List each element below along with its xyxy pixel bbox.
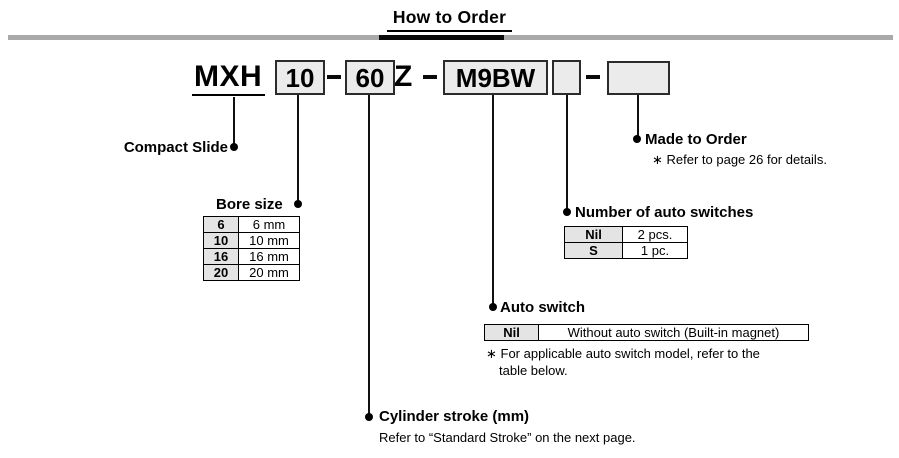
bore-size-table: 6 6 mm 10 10 mm 16 16 mm 20 20 mm <box>203 216 300 281</box>
connector-dot <box>294 200 302 208</box>
num-switches-code-box <box>552 60 581 95</box>
bore-code-cell: 16 <box>203 248 239 265</box>
connector-dot <box>489 303 497 311</box>
compact-slide-label: Compact Slide <box>123 139 228 156</box>
leader-line-bore-size <box>297 95 299 203</box>
table-row: 20 20 mm <box>203 264 300 281</box>
table-row: S 1 pc. <box>564 242 688 259</box>
made-to-order-label: Made to Order <box>645 131 747 148</box>
bore-value-cell: 6 mm <box>238 216 300 233</box>
leader-line-compact-slide <box>233 97 235 146</box>
bore-size-label: Bore size <box>216 196 283 213</box>
switch-qty-value-cell: 1 pc. <box>622 242 688 259</box>
table-row: 16 16 mm <box>203 248 300 265</box>
connector-dot <box>365 413 373 421</box>
auto-switch-label: Auto switch <box>500 299 585 316</box>
connector-dot <box>633 135 641 143</box>
auto-switch-note-line2: table below. <box>499 363 568 378</box>
auto-switch-table: Nil Without auto switch (Built-in magnet… <box>484 324 809 341</box>
switch-qty-code-cell: S <box>564 242 623 259</box>
horizontal-rule-black-segment <box>379 35 504 40</box>
switch-qty-value-cell: 2 pcs. <box>622 226 688 243</box>
bore-code-cell: 10 <box>203 232 239 249</box>
made-to-order-code-box <box>607 61 670 95</box>
z-code: Z <box>394 60 413 93</box>
switch-qty-code-cell: Nil <box>564 226 623 243</box>
bore-code-box: 10 <box>275 60 325 95</box>
model-prefix: MXH <box>192 59 266 96</box>
bore-value-cell: 10 mm <box>238 232 300 249</box>
leader-line-made-to-order <box>637 95 639 138</box>
auto-switch-note-line1: ∗ For applicable auto switch model, refe… <box>486 346 760 361</box>
made-to-order-note: ∗ Refer to page 26 for details. <box>652 152 827 167</box>
table-row: Nil Without auto switch (Built-in magnet… <box>484 324 809 341</box>
auto-switch-note: ∗ For applicable auto switch model, refe… <box>486 345 826 379</box>
bore-code-cell: 6 <box>203 216 239 233</box>
dash-separator <box>423 75 437 79</box>
leader-line-number-of-auto-switches <box>566 95 568 211</box>
cylinder-stroke-note: Refer to “Standard Stroke” on the next p… <box>379 430 636 445</box>
page-title-row: How to Order <box>0 7 899 32</box>
leader-line-auto-switch <box>492 95 494 306</box>
auto-switch-value-cell: Without auto switch (Built-in magnet) <box>538 324 809 341</box>
leader-line-cylinder-stroke <box>368 95 370 416</box>
page-title: How to Order <box>386 7 513 32</box>
cylinder-stroke-label: Cylinder stroke (mm) <box>379 408 530 425</box>
auto-switch-code-box: M9BW <box>443 60 548 95</box>
connector-dot <box>563 208 571 216</box>
bore-code-cell: 20 <box>203 264 239 281</box>
bore-value-cell: 20 mm <box>238 264 300 281</box>
auto-switch-code-cell: Nil <box>484 324 539 341</box>
bore-value-cell: 16 mm <box>238 248 300 265</box>
number-of-auto-switches-label: Number of auto switches <box>575 204 754 221</box>
number-of-auto-switches-table: Nil 2 pcs. S 1 pc. <box>564 226 688 259</box>
dash-separator <box>586 75 600 79</box>
table-row: 10 10 mm <box>203 232 300 249</box>
table-row: 6 6 mm <box>203 216 300 233</box>
stroke-code-box: 60 <box>345 60 395 95</box>
table-row: Nil 2 pcs. <box>564 226 688 243</box>
dash-separator <box>327 75 341 79</box>
connector-dot <box>230 143 238 151</box>
